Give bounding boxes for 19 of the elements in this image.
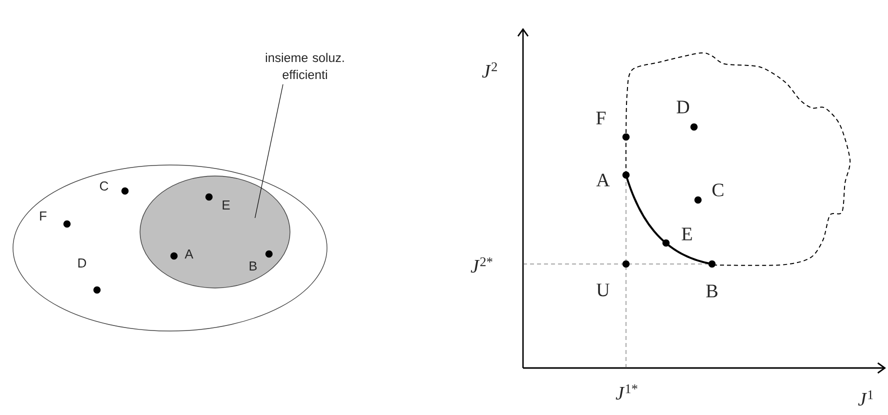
point-label: J$^{2*}$	[470, 257, 492, 273]
point-label: C	[712, 184, 724, 196]
point-label: B	[706, 284, 718, 298]
point-label: E	[682, 228, 692, 240]
point-label: A	[596, 174, 610, 186]
point-label: B	[250, 262, 257, 270]
point-label: D	[78, 258, 86, 268]
point-label: J$^{1}$	[858, 390, 873, 406]
shaded-ellipse	[140, 176, 290, 288]
point-label: D	[676, 100, 690, 114]
point-label: F	[596, 112, 606, 124]
callout-text: insieme soluz. efficienti	[266, 52, 344, 80]
point-label: F	[40, 212, 46, 220]
point-label: J$^{2}$	[482, 62, 497, 78]
point-label: J$^{1*}$	[616, 384, 638, 400]
point-label: C	[100, 181, 108, 191]
point-label: E	[222, 200, 230, 210]
point-label: U	[596, 284, 610, 296]
point-label: A	[184, 250, 194, 258]
